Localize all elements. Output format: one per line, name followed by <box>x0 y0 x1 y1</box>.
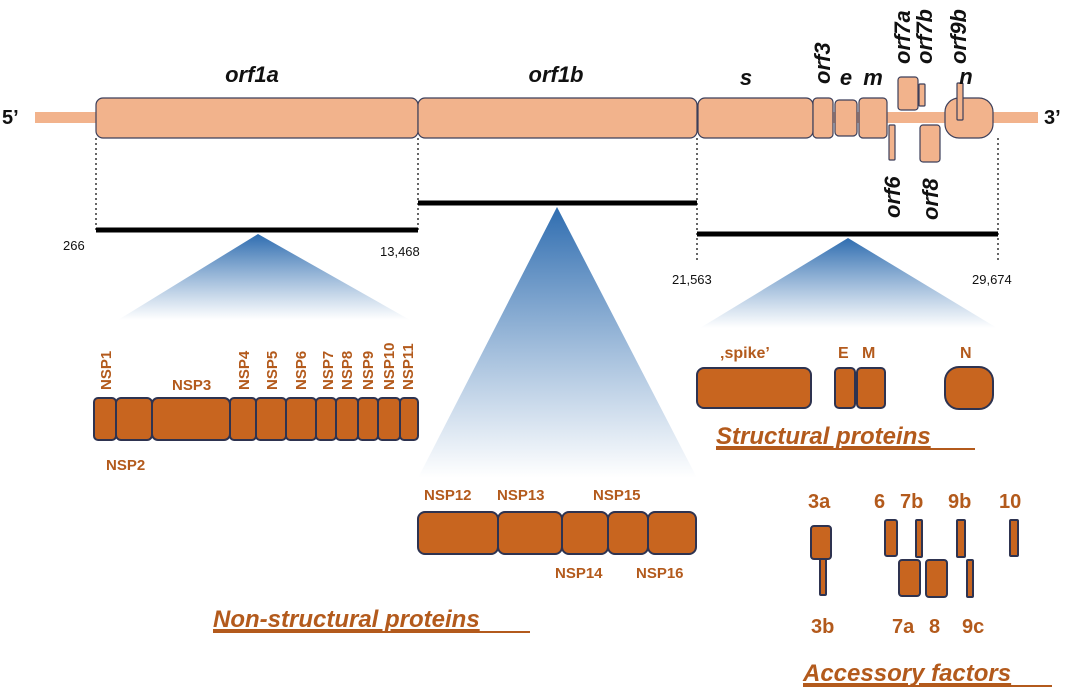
gene-orf9b-box <box>956 82 964 121</box>
label-nsp2: NSP2 <box>106 457 145 474</box>
protein-nsp11 <box>399 397 419 441</box>
label-nsp11: NSP11 <box>400 343 417 390</box>
gene-label-orf7a: orf7a <box>890 10 915 64</box>
protein-9b <box>956 519 966 558</box>
gene-orf6-box <box>888 124 896 161</box>
label-nsp12: NSP12 <box>424 487 472 504</box>
label-e: E <box>838 345 849 362</box>
coord-13468: 13,468 <box>380 244 420 259</box>
label-7a: 7a <box>892 616 915 638</box>
gene-orf1a-box <box>95 97 419 139</box>
gene-orf8-box <box>919 124 941 163</box>
protein-nsp6 <box>285 397 317 441</box>
label-nsp8: NSP8 <box>339 351 356 390</box>
label-7b: 7b <box>900 491 923 513</box>
protein-6 <box>884 519 898 557</box>
gene-label-orf8: orf8 <box>918 178 943 220</box>
gene-label-m: m <box>863 65 883 90</box>
gene-m-box <box>858 97 888 139</box>
gene-orf3-box <box>812 97 834 139</box>
label-nsp1: NSP1 <box>98 351 115 390</box>
gene-label-e: e <box>840 65 852 90</box>
gene-label-orf9b: orf9b <box>946 9 971 64</box>
coord-266: 266 <box>63 238 85 253</box>
label-nsp9: NSP9 <box>360 351 377 390</box>
protein-m <box>856 367 886 409</box>
label-nsp3: NSP3 <box>172 377 211 394</box>
protein-nsp3 <box>151 397 231 441</box>
gene-label-orf1a: orf1a <box>225 62 279 87</box>
label-10: 10 <box>999 491 1021 513</box>
label-nsp16: NSP16 <box>636 565 684 582</box>
gene-label-orf1b: orf1b <box>529 62 584 87</box>
protein-10 <box>1009 519 1019 557</box>
protein-nsp5 <box>255 397 287 441</box>
wedge-structural <box>700 238 997 328</box>
protein-n <box>944 366 994 410</box>
label-m: M <box>862 345 875 362</box>
label-8: 8 <box>929 616 940 638</box>
label-9c: 9c <box>962 616 984 638</box>
gene-n-box <box>944 97 994 139</box>
label-9b: 9b <box>948 491 971 513</box>
title-accessory: Accessory factors <box>802 660 1011 687</box>
protein-8 <box>925 559 948 598</box>
gene-label-orf7b: orf7b <box>912 9 937 64</box>
protein-spike <box>696 367 812 409</box>
protein-3a <box>810 525 832 560</box>
protein-nsp13 <box>497 511 563 555</box>
protein-nsp12 <box>417 511 499 555</box>
wedge-orf1b <box>418 207 697 478</box>
wedge-orf1a <box>118 234 410 320</box>
protein-nsp10 <box>377 397 401 441</box>
label-6: 6 <box>874 491 885 513</box>
protein-7b <box>915 519 923 558</box>
label-nsp15: NSP15 <box>593 487 641 504</box>
title-nonstructural: Non-structural proteins <box>213 606 480 633</box>
protein-nsp16 <box>647 511 697 555</box>
gene-label-s: s <box>740 65 752 90</box>
title-structural: Structural proteins <box>716 423 931 450</box>
gene-e-box <box>834 99 858 137</box>
label-nsp14: NSP14 <box>555 565 603 582</box>
protein-nsp2 <box>115 397 153 441</box>
three-prime-label: 3’ <box>1044 107 1061 129</box>
protein-nsp9 <box>357 397 379 441</box>
label-nsp5: NSP5 <box>264 351 281 390</box>
label-nsp6: NSP6 <box>293 351 310 390</box>
label-nsp4: NSP4 <box>236 350 253 390</box>
protein-nsp4 <box>229 397 257 441</box>
protein-7a <box>898 559 921 597</box>
five-prime-label: 5’ <box>2 107 19 129</box>
label-3b: 3b <box>811 616 834 638</box>
protein-nsp15 <box>607 511 649 555</box>
label-nsp7: NSP7 <box>320 351 337 390</box>
gene-label-orf3: orf3 <box>810 42 835 84</box>
label-3a: 3a <box>808 491 831 513</box>
gene-orf7a-box <box>897 76 919 111</box>
gene-s-box <box>697 97 814 139</box>
protein-9c <box>966 559 974 598</box>
label-spike: ‚spike’ <box>720 345 770 362</box>
gene-label-n: n <box>959 64 972 89</box>
protein-nsp8 <box>335 397 359 441</box>
protein-nsp7 <box>315 397 337 441</box>
gene-orf1b-box <box>417 97 698 139</box>
protein-nsp14 <box>561 511 609 555</box>
gene-label-orf6: orf6 <box>880 176 905 218</box>
protein-e <box>834 367 856 409</box>
coord-29674: 29,674 <box>972 272 1012 287</box>
coord-21563: 21,563 <box>672 272 712 287</box>
label-n: N <box>960 345 972 362</box>
gene-orf7b-box <box>918 83 926 107</box>
label-nsp13: NSP13 <box>497 487 545 504</box>
label-nsp10: NSP10 <box>381 342 398 390</box>
protein-nsp1 <box>93 397 117 441</box>
protein-3b <box>819 558 827 596</box>
